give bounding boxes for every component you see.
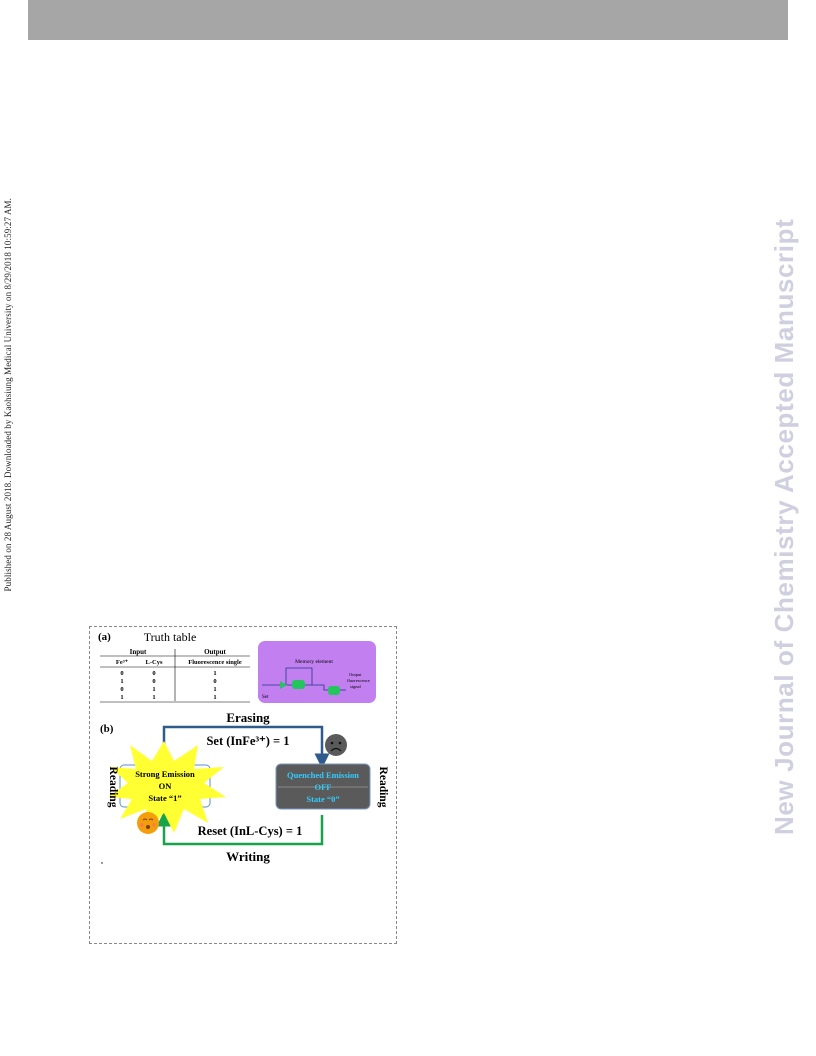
cell-r1-c2: 0 [213, 678, 216, 685]
cell-r3-c2: 1 [213, 694, 216, 701]
col-out-header: Fluorescence single [188, 659, 242, 666]
truth-table: Input Output Fe³⁺ L-Cys Fluorescence sin… [100, 648, 250, 703]
buffer-gate-icon [280, 681, 287, 689]
and-gate-icon [328, 686, 340, 695]
cell-r0-c1: 0 [152, 670, 155, 677]
set-label: Set [262, 695, 269, 700]
truth-table-title: Truth table [144, 630, 197, 644]
published-line: Published on 28 August 2018. Downloaded … [3, 198, 13, 592]
panel-a-label: (a) [98, 631, 111, 643]
writing-arrow [156, 811, 324, 846]
cell-r2-c0: 0 [120, 686, 123, 693]
input-header: Input [130, 648, 147, 656]
on-state-line2: ON [159, 781, 173, 791]
memory-circuit: Memory element Output fluorescence signa… [258, 641, 376, 703]
happy-face-icon [137, 812, 159, 834]
cell-r0-c0: 0 [120, 670, 123, 677]
journal-watermark: New Journal of Chemistry Accepted Manusc… [769, 218, 799, 836]
cell-r2-c1: 1 [152, 686, 155, 693]
cell-r3-c0: 1 [120, 694, 123, 701]
stray-dot [101, 862, 103, 864]
cell-r0-c2: 1 [213, 670, 216, 677]
cell-r1-c1: 0 [152, 678, 155, 685]
sad-face-icon [325, 734, 347, 756]
header-bar [28, 0, 788, 40]
circuit-wire-3 [312, 684, 328, 691]
writing-label: Writing [226, 849, 270, 864]
set-equation: Set (InFe³⁺) = 1 [206, 734, 289, 748]
memory-element-label: Memory element [295, 659, 333, 665]
output-header: Output [204, 648, 226, 656]
output-label-3: signal [350, 684, 361, 689]
figure: (a) Truth table Input Output Fe³⁺ L-Cys … [89, 626, 397, 944]
col-fe-header: Fe³⁺ [116, 659, 129, 666]
off-state-line3: State “0” [306, 794, 339, 804]
cell-r1-c0: 1 [120, 678, 123, 685]
output-label-2: fluorescence [347, 678, 370, 683]
memory-gate-icon [292, 680, 305, 689]
col-cys-header: L-Cys [146, 659, 163, 666]
off-state-box [275, 763, 371, 810]
erasing-label: Erasing [226, 710, 270, 725]
figure-graphic: (a) Truth table Input Output Fe³⁺ L-Cys … [98, 630, 389, 864]
reset-equation: Reset (InL-Cys) = 1 [198, 824, 303, 838]
off-state-line1: Quenched Emission [287, 770, 359, 780]
emission-burst [108, 741, 226, 833]
cell-r2-c2: 1 [213, 686, 216, 693]
output-label-1: Output [349, 672, 362, 677]
panel-b-label: (b) [100, 723, 114, 735]
feedback-wire [285, 667, 313, 686]
on-state-line1: Strong Emission [135, 769, 195, 779]
off-state-line2: OFF [315, 782, 332, 792]
cell-r3-c1: 1 [152, 694, 155, 701]
on-state-line3: State “1” [148, 793, 181, 803]
reading-left-label: Reading [107, 767, 119, 808]
circuit-background [258, 641, 376, 703]
reading-right-label: Reading [377, 767, 389, 808]
